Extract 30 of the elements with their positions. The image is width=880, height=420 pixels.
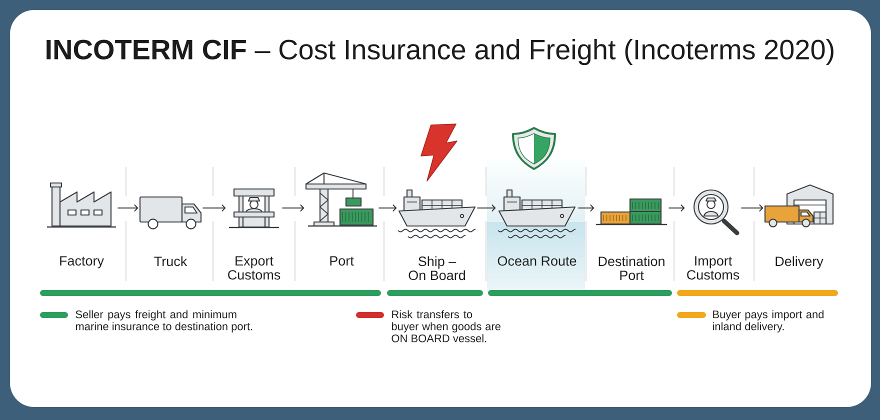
step-label: Delivery bbox=[776, 256, 824, 269]
arrow bbox=[578, 204, 594, 212]
arrow bbox=[282, 204, 304, 212]
arrow bbox=[117, 204, 138, 212]
step-label: Import Customs bbox=[687, 256, 740, 280]
process-step bbox=[305, 172, 377, 266]
arrow bbox=[740, 204, 764, 212]
step-label: Truck bbox=[154, 256, 188, 266]
step-label: Ocean Route bbox=[498, 256, 576, 266]
legend-text: Buyer pays import and inland delivery. bbox=[712, 310, 824, 332]
process-step bbox=[498, 189, 576, 266]
arrow bbox=[202, 204, 226, 212]
step-label: Ship – On Board bbox=[408, 256, 465, 280]
arrow bbox=[668, 204, 685, 212]
process-step bbox=[228, 188, 280, 280]
legend-text: Seller pays freight and minimum marine insurance to destination port. bbox=[76, 310, 252, 332]
process-step bbox=[139, 196, 202, 266]
legend-text: Risk transfers to buyer when goods are ON BOARD vessel. bbox=[392, 310, 500, 342]
process-step bbox=[764, 184, 834, 269]
step-label: Factory bbox=[60, 256, 104, 268]
step-label: Export Customs bbox=[228, 256, 280, 280]
process-step bbox=[596, 198, 667, 280]
step-label: Destination Port bbox=[598, 256, 664, 280]
arrow bbox=[476, 204, 496, 212]
step-label: Port bbox=[330, 256, 354, 266]
arrow bbox=[378, 204, 397, 212]
title: INCOTERM CIF – Cost Insurance and Freight (Incoterms 2020) bbox=[46, 38, 834, 66]
process-step bbox=[687, 189, 740, 280]
process-step bbox=[47, 182, 116, 268]
process-step bbox=[398, 189, 476, 280]
